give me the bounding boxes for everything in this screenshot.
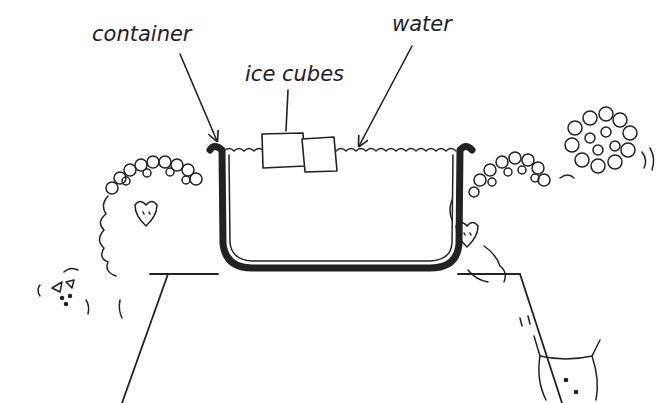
right-person bbox=[450, 107, 654, 400]
table bbox=[122, 274, 562, 403]
water-surface bbox=[224, 149, 456, 152]
ice-cube bbox=[262, 133, 337, 172]
part-label: water bbox=[392, 14, 452, 35]
part-label: container bbox=[92, 24, 192, 45]
part-label: ice cubes bbox=[245, 64, 344, 85]
left-person bbox=[38, 156, 202, 318]
container-bowl bbox=[210, 147, 472, 269]
leader-line bbox=[180, 46, 412, 146]
